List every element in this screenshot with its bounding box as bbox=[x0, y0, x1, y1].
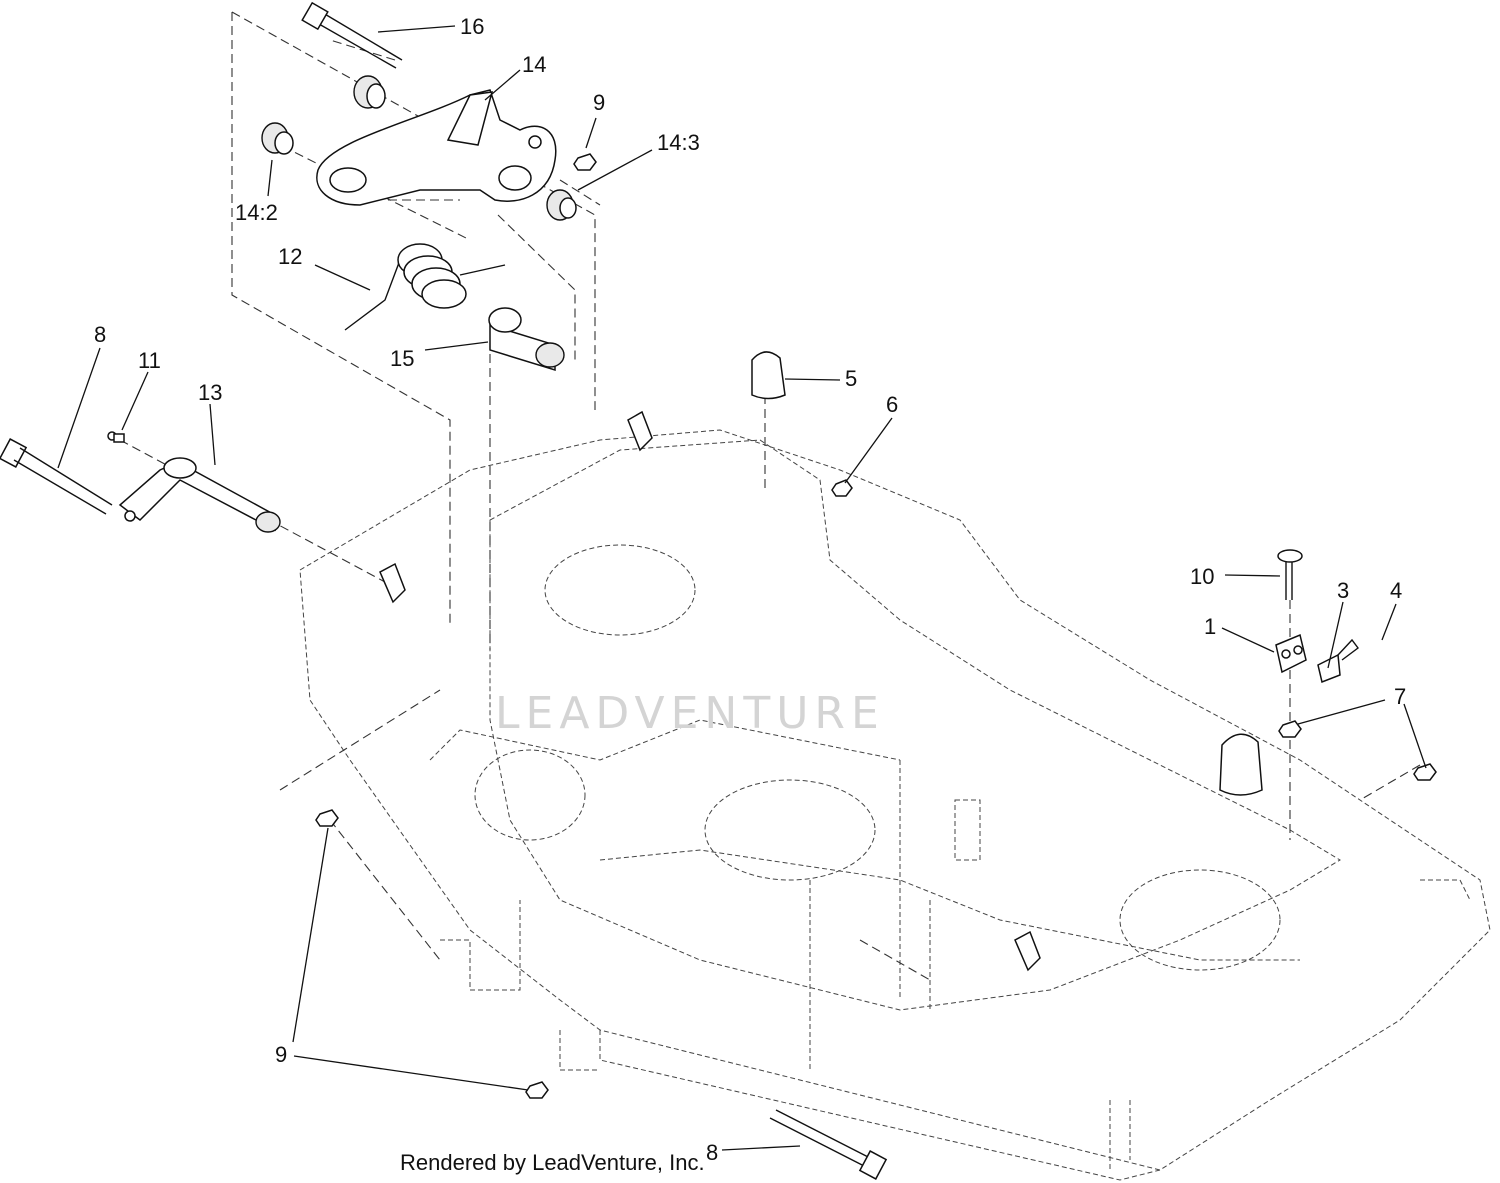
part-8-bolt-left bbox=[0, 438, 113, 515]
part-12-spring bbox=[344, 243, 506, 331]
part-1-bracket bbox=[1275, 633, 1307, 674]
callout-1: 1 bbox=[1204, 614, 1216, 639]
watermark: LEADVENTURE bbox=[495, 688, 885, 739]
callout-4: 4 bbox=[1390, 578, 1402, 603]
callout-labels: 16 14 9 14:3 14:2 12 15 8 11 13 5 6 10 3… bbox=[94, 14, 1406, 1165]
callout-7: 7 bbox=[1394, 684, 1406, 709]
callout-14-2: 14:2 bbox=[235, 200, 278, 225]
part-8-bolt-bottom bbox=[769, 1109, 888, 1180]
part-3-clevis-pin bbox=[1317, 653, 1341, 684]
part-11-fitting bbox=[107, 431, 125, 443]
part-13-pivot-shaft bbox=[118, 457, 281, 533]
render-credit: Rendered by LeadVenture, Inc. bbox=[400, 1150, 705, 1175]
callout-5: 5 bbox=[845, 366, 857, 391]
bumper-right bbox=[1219, 733, 1263, 796]
part-14-idler-arm bbox=[316, 89, 557, 206]
part-14-3-bushing bbox=[546, 189, 577, 221]
callout-9-top: 9 bbox=[593, 90, 605, 115]
callout-14-3: 14:3 bbox=[657, 130, 700, 155]
callout-12: 12 bbox=[278, 244, 302, 269]
callout-9-bottom: 9 bbox=[275, 1042, 287, 1067]
part-4-hairpin bbox=[1337, 638, 1359, 661]
callout-16: 16 bbox=[460, 14, 484, 39]
callout-13: 13 bbox=[198, 380, 222, 405]
callout-11: 11 bbox=[138, 348, 161, 373]
assembly-frame bbox=[231, 11, 596, 791]
callout-8-left: 8 bbox=[94, 322, 106, 347]
callout-8-bottom: 8 bbox=[706, 1140, 718, 1165]
callout-leaders bbox=[57, 25, 1427, 1151]
callout-3: 3 bbox=[1337, 578, 1349, 603]
part-10-pin bbox=[1277, 549, 1303, 600]
callout-15: 15 bbox=[390, 346, 414, 371]
part-9-nut-top bbox=[573, 153, 597, 171]
bushing-top bbox=[353, 75, 386, 109]
part-15-spacer bbox=[488, 307, 565, 372]
callout-14: 14 bbox=[522, 52, 546, 77]
part-5-bumper bbox=[751, 351, 786, 400]
mower-deck bbox=[299, 429, 1491, 1181]
part-7-nuts bbox=[1278, 720, 1437, 781]
part-16-bolt bbox=[301, 1, 403, 69]
callout-10: 10 bbox=[1190, 564, 1214, 589]
wheel-brackets bbox=[379, 410, 1041, 972]
part-9-nuts-bottom bbox=[315, 809, 549, 1099]
part-14-2-bushing bbox=[261, 122, 294, 155]
explode-lines bbox=[119, 39, 1421, 981]
part-6-nut bbox=[831, 479, 853, 497]
callout-6: 6 bbox=[886, 392, 898, 417]
